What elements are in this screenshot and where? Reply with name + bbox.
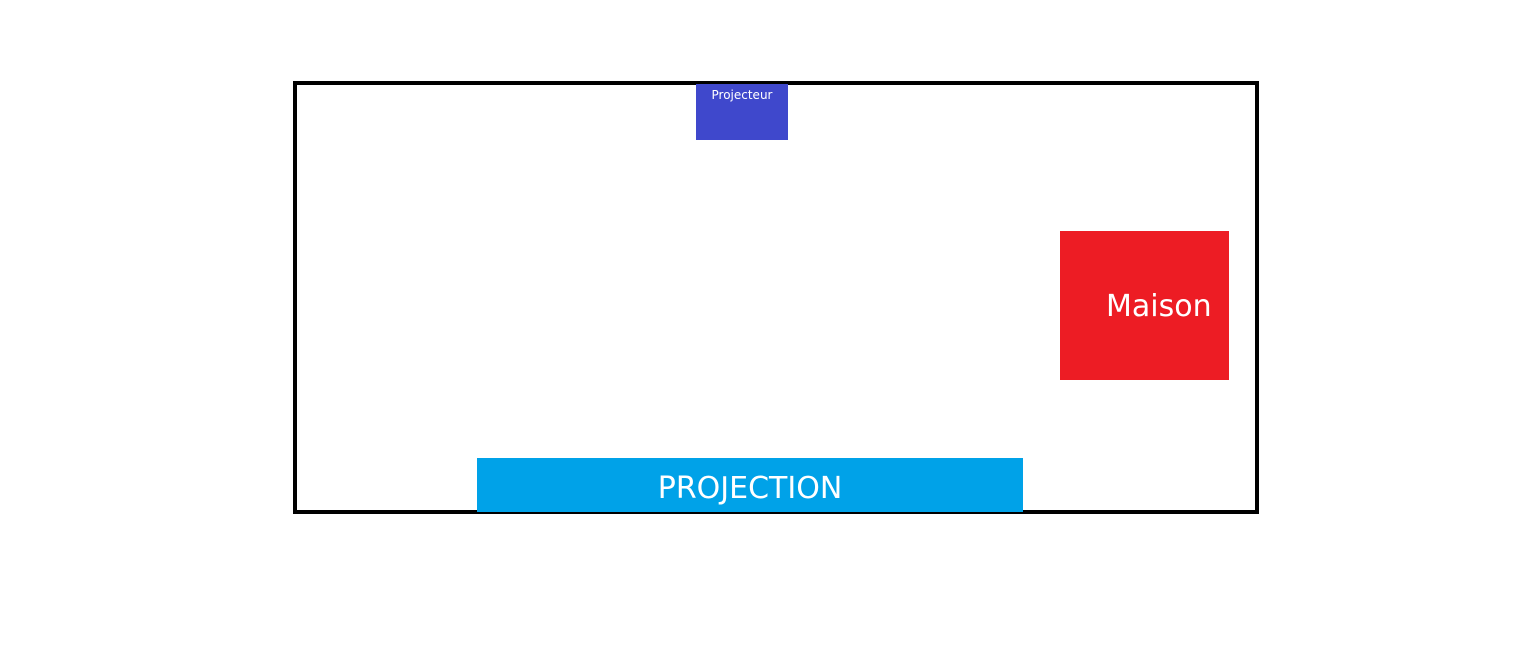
maison-box: Maison — [1060, 231, 1229, 380]
projecteur-label: Projecteur — [711, 88, 773, 102]
maison-label: Maison — [1106, 289, 1212, 324]
projection-label: PROJECTION — [657, 471, 843, 506]
projection-screen: PROJECTION — [477, 458, 1023, 512]
projecteur-box: Projecteur — [696, 84, 788, 140]
